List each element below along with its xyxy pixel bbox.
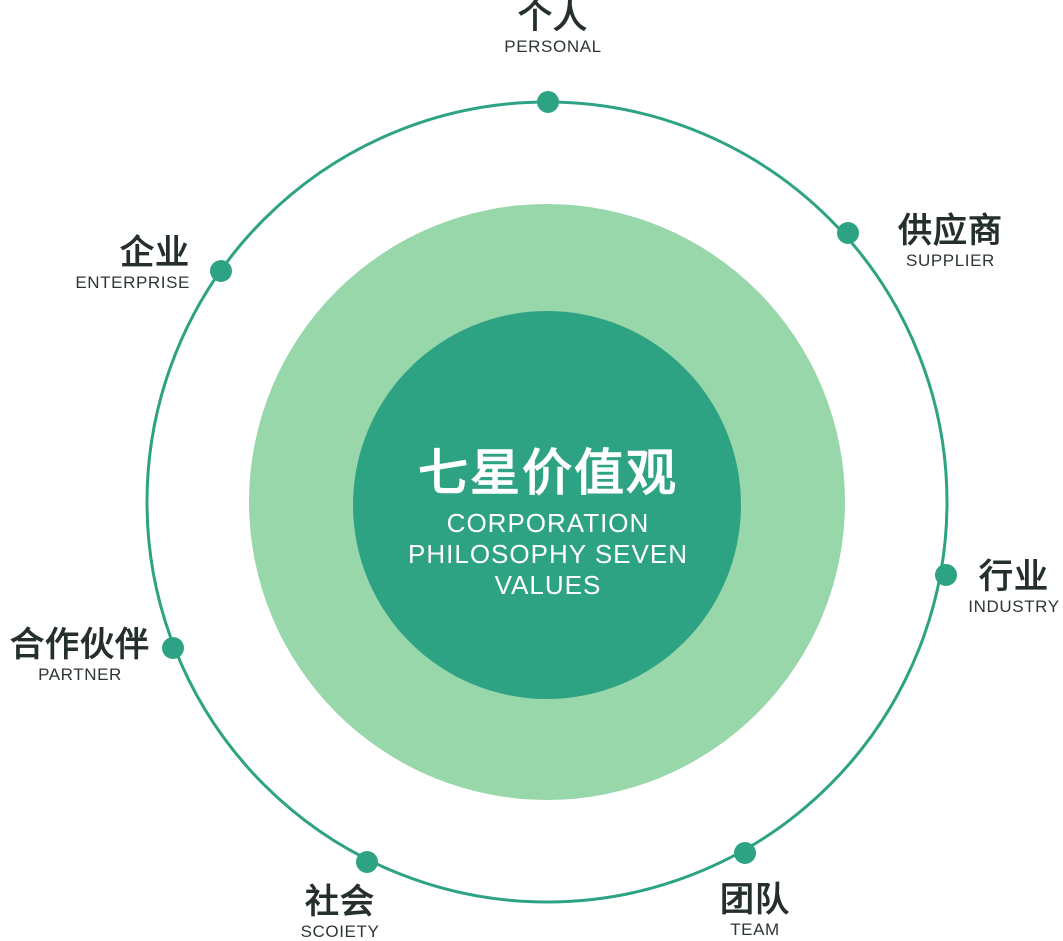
node-label-team: 团队 TEAM: [700, 883, 810, 938]
node-label-team-en: TEAM: [730, 920, 780, 939]
node-label-enterprise-zh: 企业: [120, 233, 190, 273]
node-label-personal: 个人 PERSONAL: [493, 0, 613, 55]
node-dot-team: [734, 842, 756, 864]
node-dot-society: [356, 851, 378, 873]
node-dot-personal: [537, 91, 559, 113]
node-label-partner-zh: 合作伙伴: [10, 625, 150, 665]
node-label-industry-en: INDUSTRY: [968, 597, 1060, 616]
inner-disc: [353, 311, 741, 699]
node-label-supplier-en: SUPPLIER: [906, 251, 995, 270]
node-label-supplier: 供应商 SUPPLIER: [888, 214, 1013, 269]
node-label-personal-en: PERSONAL: [504, 37, 602, 56]
node-label-team-zh: 团队: [720, 880, 790, 920]
node-label-society: 社会 SCOIETY: [284, 885, 396, 940]
node-dot-partner: [162, 637, 184, 659]
node-label-supplier-zh: 供应商: [898, 211, 1003, 251]
center-subtitle-line2: PHILOSOPHY SEVEN: [408, 539, 688, 569]
node-dot-enterprise: [210, 260, 232, 282]
node-label-enterprise-en: ENTERPRISE: [75, 273, 190, 292]
center-title: 七星价值观: [418, 444, 678, 502]
node-label-society-zh: 社会: [305, 882, 375, 922]
center-subtitle-line3: VALUES: [494, 570, 602, 600]
node-label-industry-zh: 行业: [979, 557, 1049, 597]
node-dot-supplier: [837, 222, 859, 244]
node-dot-industry: [935, 564, 957, 586]
center-text: 七星价值观 CORPORATION PHILOSOPHY SEVEN VALUE…: [348, 448, 748, 601]
node-label-enterprise: 企业 ENTERPRISE: [40, 236, 190, 291]
node-label-society-en: SCOIETY: [300, 922, 380, 941]
center-subtitle-line1: CORPORATION: [446, 508, 650, 538]
node-label-partner-en: PARTNER: [38, 665, 122, 684]
node-label-personal-zh: 个人: [518, 0, 588, 37]
node-label-partner: 合作伙伴 PARTNER: [0, 628, 160, 683]
node-label-industry: 行业 INDUSTRY: [965, 560, 1063, 615]
